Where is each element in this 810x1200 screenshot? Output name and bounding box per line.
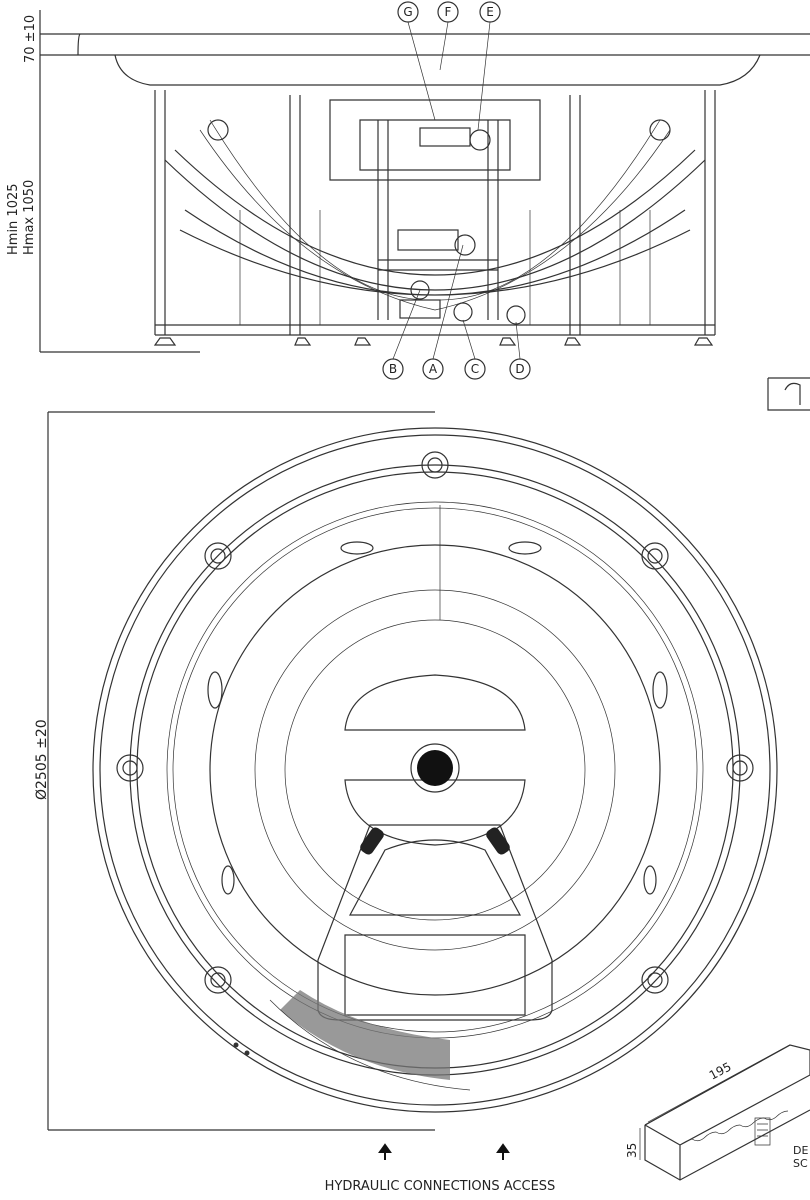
rim-outline xyxy=(77,33,761,86)
detail-part xyxy=(639,1044,810,1181)
max-height-dimension: Hmax 1050 xyxy=(22,180,37,255)
detail-length-dimension: 195 xyxy=(707,1060,734,1083)
arrow-up-icon xyxy=(378,1143,392,1160)
callout-e: E xyxy=(486,5,494,19)
side-panel-detail xyxy=(767,377,810,411)
callout-b: B xyxy=(389,362,397,376)
hydraulic-access-hatch xyxy=(233,990,471,1091)
hydraulic-access-note: HYDRAULIC CONNECTIONS ACCESS xyxy=(325,1179,556,1194)
detail-label-2: SC xyxy=(793,1157,808,1170)
callout-c: C xyxy=(471,362,479,376)
shell-curves xyxy=(164,149,706,296)
min-height-dimension: Hmin 1025 xyxy=(6,183,21,255)
callout-d: D xyxy=(515,362,524,376)
feet xyxy=(153,337,714,346)
rim-dimension-extension-lines xyxy=(40,33,810,56)
callout-a: A xyxy=(429,362,438,376)
detail-height-dimension: 35 xyxy=(625,1143,639,1158)
detail-label-1: DE xyxy=(793,1144,808,1157)
pipes xyxy=(207,119,671,325)
seat xyxy=(317,674,553,1021)
frame xyxy=(154,90,716,336)
side-view xyxy=(39,10,810,411)
callout-f: F xyxy=(445,5,452,19)
diameter-dimension: Ø2505 ±20 xyxy=(34,719,50,800)
top-view xyxy=(47,411,778,1131)
headrests xyxy=(116,451,754,994)
callout-g: G xyxy=(403,5,412,19)
rim-height-dimension: 70 ±10 xyxy=(23,15,38,63)
jets xyxy=(207,541,668,895)
arrow-up-icon xyxy=(496,1143,510,1160)
